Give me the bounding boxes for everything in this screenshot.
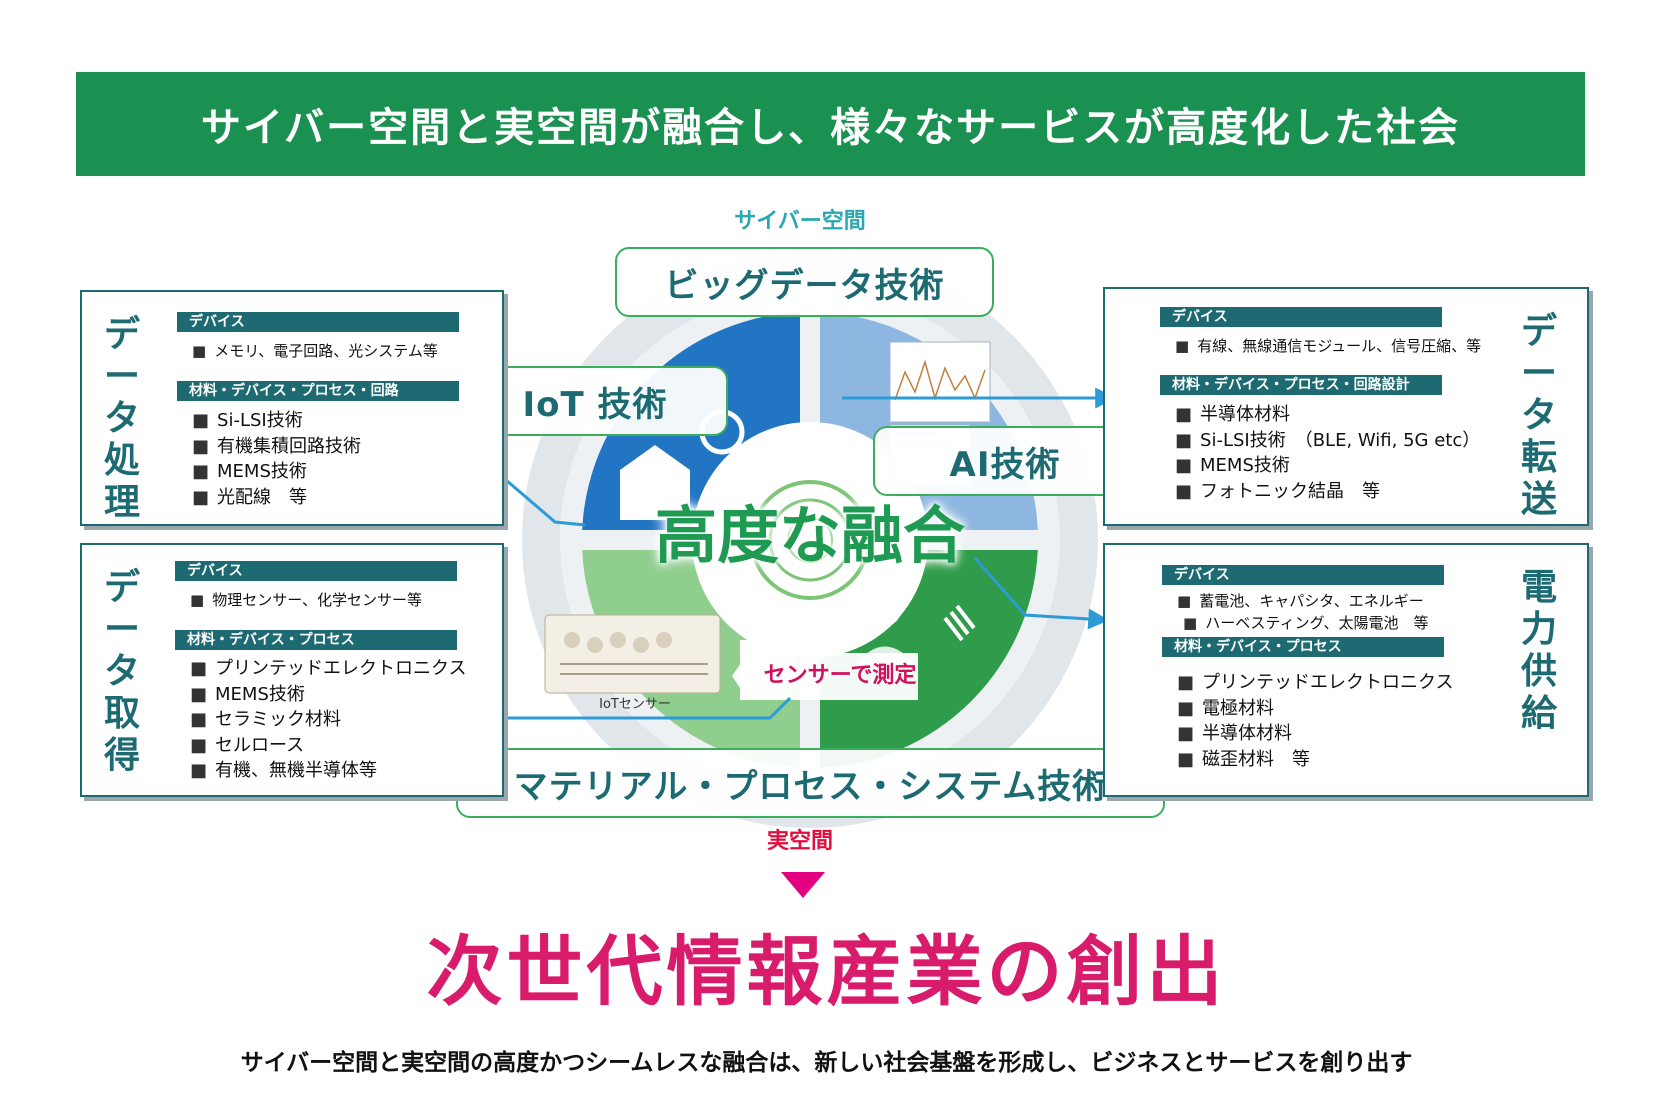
data-acquisition-title: データ取得 [103,567,140,776]
sensor-measure-label: センサーで測定 [763,663,917,688]
list-item: 電極材料 [1177,696,1453,722]
bigdata-tech-label: ビッグデータ技術 [664,265,945,306]
puzzle-tab-left [620,445,690,520]
list-item: セラミック材料 [190,707,466,733]
list-item: MEMS技術 [190,682,466,708]
list-item: MEMS技術 [192,459,361,485]
list-item: メモリ、電子回路、光システム等 [192,340,438,362]
list-item: 半導体材料 [1175,402,1480,428]
list-item: 有機集積回路技術 [192,434,361,460]
transfer-device-list: 有線、無線通信モジュール、信号圧縮、等 [1175,335,1481,357]
list-item: プリンテッドエレクトロニクス [1177,670,1453,696]
ai-tech-box: AI技術 [873,426,1137,496]
list-item: 磁歪材料 等 [1177,747,1453,773]
title-banner: サイバー空間と実空間が融合し、様々なサービスが高度化した社会 [76,72,1585,176]
cyber-space-label: サイバー空間 [734,209,866,234]
acquisition-device-head: デバイス [175,561,457,581]
headline: 次世代情報産業の創出 [426,927,1227,1016]
data-acquisition-box: データ取得 デバイス 物理センサー、化学センサー等 材料・デバイス・プロセス プ… [80,543,504,797]
bigdata-tech-box: ビッグデータ技術 [615,247,994,317]
list-item: 蓄電池、キャパシタ、エネルギー [1177,590,1429,612]
acquisition-device-list: 物理センサー、化学センサー等 [190,589,422,611]
processing-device-head: デバイス [177,312,459,332]
processing-material-head: 材料・デバイス・プロセス・回路 [177,381,459,401]
list-item: Si-LSI技術 [192,408,361,434]
ai-tech-label: AI技術 [949,444,1061,485]
transfer-device-head: デバイス [1160,307,1442,327]
iot-tech-label: IoT 技術 [522,384,668,425]
iot-sensor-caption: IoTセンサー [599,697,671,712]
fork-icon [943,604,976,642]
banner-title: サイバー空間と実空間が融合し、様々なサービスが高度化した社会 [200,105,1461,151]
list-item: プリンテッドエレクトロニクス [190,656,466,682]
list-item: Si-LSI技術 （BLE, Wifi, 5G etc） [1175,428,1480,454]
down-triangle-icon [781,872,825,898]
center-hub [692,422,928,658]
power-material-list: プリンテッドエレクトロニクス 電極材料 半導体材料 磁歪材料 等 [1177,670,1453,772]
real-space-label: 実空間 [766,829,833,854]
data-transfer-title: データ転送 [1520,311,1557,520]
iot-sensor-photo [544,614,721,694]
list-item: 物理センサー、化学センサー等 [190,589,422,611]
arrow-to-acquisition [450,696,792,729]
power-supply-title: 電力供給 [1520,567,1557,734]
material-tech-box: マテリアル・プロセス・システム技術 [456,748,1165,818]
material-tech-label: マテリアル・プロセス・システム技術 [513,766,1108,807]
processing-material-list: Si-LSI技術 有機集積回路技術 MEMS技術 光配線 等 [192,408,361,510]
list-item: MEMS技術 [1175,453,1480,479]
acquisition-material-list: プリンテッドエレクトロニクス MEMS技術 セラミック材料 セルロース 有機、無… [190,656,466,784]
list-item: ハーベスティング、太陽電池 等 [1177,612,1428,634]
list-item: 有機、無機半導体等 [190,758,466,784]
arrow-to-power [973,557,1110,630]
list-item: フォトニック結晶 等 [1175,479,1480,505]
advanced-fusion-label: 高度な融合 [654,499,965,572]
transfer-material-list: 半導体材料 Si-LSI技術 （BLE, Wifi, 5G etc） MEMS技… [1175,402,1480,504]
transfer-material-head: 材料・デバイス・プロセス・回路設計 [1160,375,1442,395]
tagline: サイバー空間と実空間の高度かつシームレスな融合は、新しい社会基盤を形成し、ビジネ… [240,1050,1413,1076]
data-processing-box: データ処理 デバイス メモリ、電子回路、光システム等 材料・デバイス・プロセス・… [80,290,504,526]
list-item: 光配線 等 [192,485,361,511]
list-item: 有線、無線通信モジュール、信号圧縮、等 [1175,335,1481,357]
acquisition-material-head: 材料・デバイス・プロセス [175,630,457,650]
worker-icon [869,594,901,626]
list-item: 半導体材料 [1177,721,1453,747]
iot-tech-box: IoT 技術 [462,366,728,436]
power-device-list: 蓄電池、キャパシタ、エネルギー ハーベスティング、太陽電池 等 [1177,590,1429,634]
data-transfer-box: データ転送 デバイス 有線、無線通信モジュール、信号圧縮、等 材料・デバイス・プ… [1103,287,1589,526]
processing-device-list: メモリ、電子回路、光システム等 [192,340,438,362]
list-item: セルロース [190,733,466,759]
power-device-head: デバイス [1162,565,1444,585]
data-processing-title: データ処理 [103,314,140,523]
power-material-head: 材料・デバイス・プロセス [1162,637,1444,657]
power-supply-box: 電力供給 デバイス 蓄電池、キャパシタ、エネルギー ハーベスティング、太陽電池 … [1103,543,1589,797]
sensor-label-badge [732,653,918,700]
